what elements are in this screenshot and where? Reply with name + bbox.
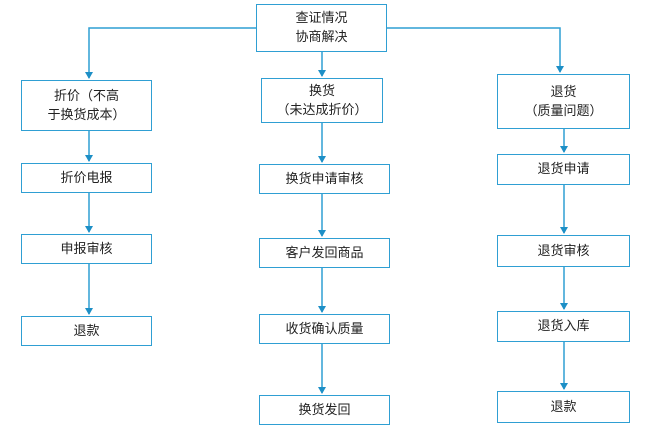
left-step-2: 申报审核 [21, 234, 152, 264]
middle-branch-head: 换货 （未达成折价） [261, 78, 383, 123]
middle-step-2: 客户发回商品 [259, 238, 390, 268]
middle-step-4: 换货发回 [259, 395, 390, 425]
connector-root-right [386, 27, 564, 73]
right-step-2: 退货审核 [497, 235, 630, 267]
left-branch-head: 折价（不高 于换货成本） [21, 80, 152, 131]
middle-step-3: 收货确认质量 [259, 314, 390, 344]
right-step-1: 退货申请 [497, 154, 630, 185]
middle-step-1: 换货申请审核 [259, 164, 390, 194]
connector-root-left [85, 27, 256, 79]
root-node: 查证情况 协商解决 [256, 4, 387, 52]
right-step-4: 退款 [497, 391, 630, 423]
left-step-3: 退款 [21, 316, 152, 346]
right-branch-head: 退货 （质量问题） [497, 74, 630, 129]
left-step-1: 折价电报 [21, 163, 152, 193]
right-step-3: 退货入库 [497, 311, 630, 342]
